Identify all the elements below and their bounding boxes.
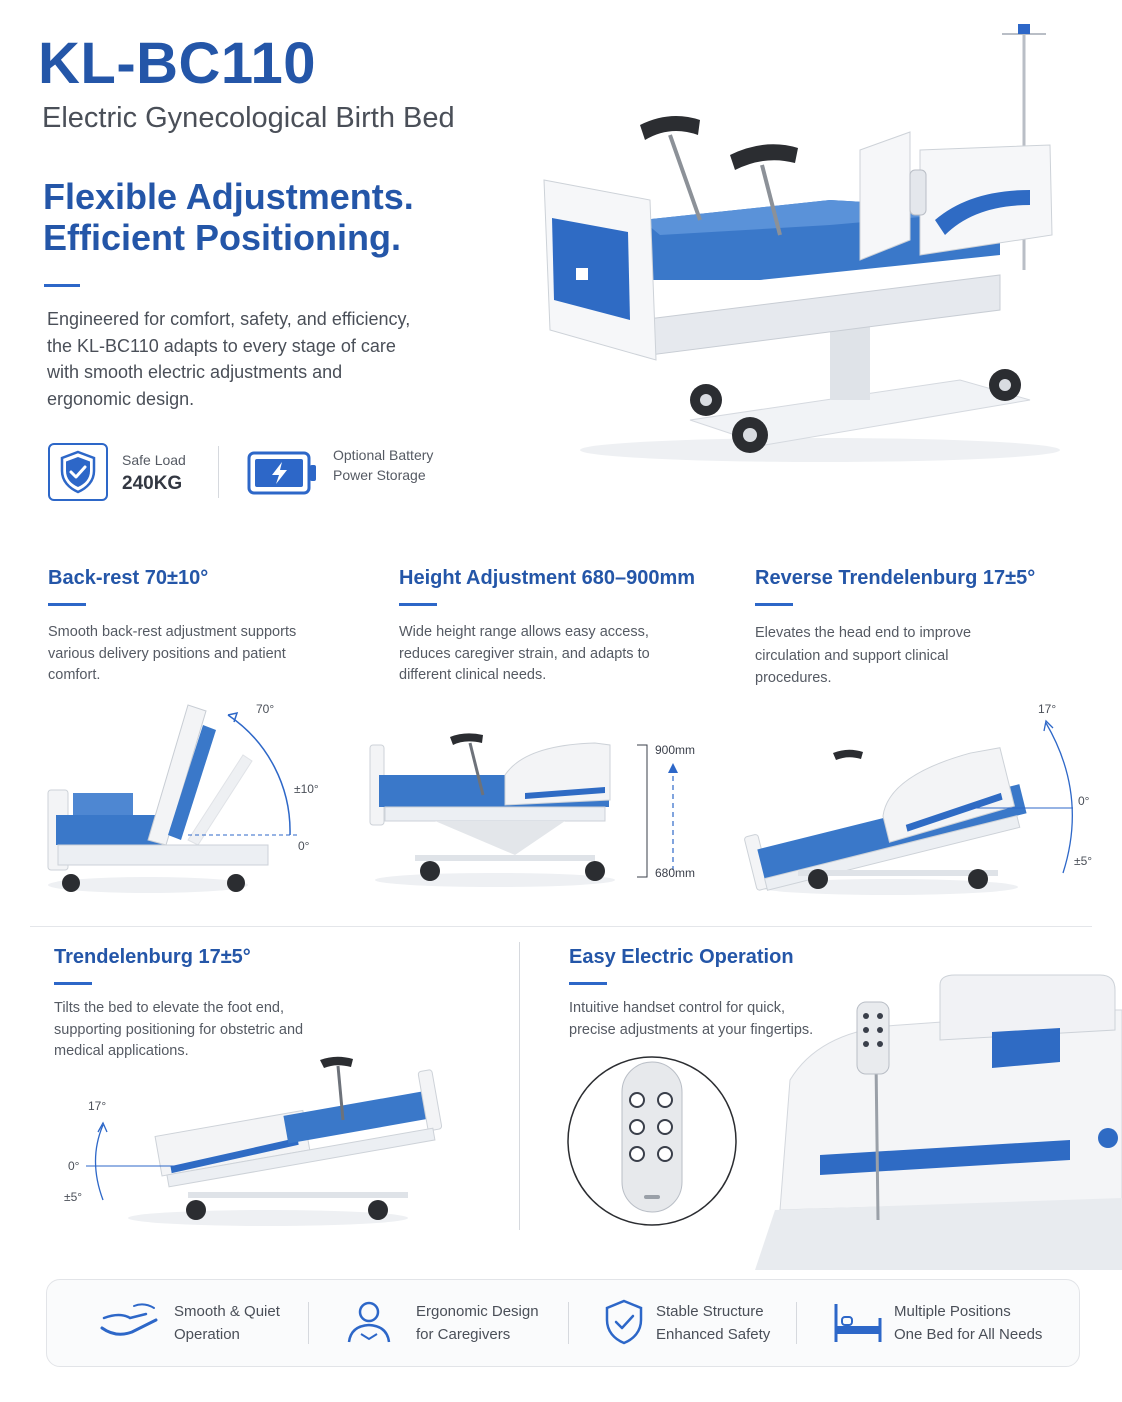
shield-check-icon	[60, 450, 96, 494]
feature-electric-title: Easy Electric Operation	[569, 946, 794, 968]
benefit-smooth-line1: Smooth & Quiet	[174, 1303, 280, 1320]
feature-electric-desc: Intuitive handset control for quick, pre…	[569, 1000, 814, 1038]
handset-closeup-image	[567, 974, 1122, 1270]
benefit-stable-line2: Enhanced Safety	[656, 1326, 771, 1343]
backrest-label-tol: ±10°	[294, 782, 319, 796]
feature-trend-divider	[54, 982, 92, 985]
benefit-ergonomic-line1: Ergonomic Design	[416, 1303, 539, 1320]
feature-trend-desc: Tilts the bed to elevate the foot end, s…	[54, 1000, 304, 1059]
feature-height-divider	[399, 603, 437, 606]
safe-load-value: 240KG	[122, 473, 183, 494]
feature-reverse-trend-desc: Elevates the head end to improve circula…	[755, 625, 972, 686]
headline: Flexible Adjustments. Efficient Position…	[43, 176, 414, 258]
benefit-smooth-line2: Operation	[174, 1326, 240, 1343]
height-label-max: 900mm	[655, 743, 695, 757]
benefit-stable: Stable Structure Enhanced Safety	[656, 1300, 770, 1346]
feature-backrest-title: Back-rest 70±10°	[48, 567, 209, 589]
benefit-ergonomic: Ergonomic Design for Caregivers	[416, 1300, 539, 1346]
backrest-diagram: 70° ±10° 0°	[47, 702, 319, 893]
headline-line-2: Efficient Positioning.	[43, 217, 401, 258]
reverse-trend-label-tol: ±5°	[1074, 854, 1092, 868]
safe-load-badge-icon-box	[48, 443, 108, 501]
reverse-trendelenburg-diagram: 17° 0° ±5°	[744, 702, 1092, 895]
battery-label: Optional Battery Power Storage	[333, 447, 434, 483]
trend-label-0: 0°	[68, 1159, 80, 1173]
trend-label-tol: ±5°	[64, 1190, 82, 1204]
benefit-multiple-line1: Multiple Positions	[894, 1303, 1011, 1320]
backrest-label-0: 0°	[298, 839, 310, 853]
row2-separator	[519, 942, 520, 1230]
benefit-separator-3	[796, 1302, 797, 1344]
reverse-trend-label-0: 0°	[1078, 794, 1090, 808]
product-subtitle: Electric Gynecological Birth Bed	[42, 102, 455, 134]
badge-separator	[218, 446, 219, 498]
benefit-ergonomic-line2: for Caregivers	[416, 1326, 511, 1343]
feature-backrest-desc: Smooth back-rest adjustment supports var…	[48, 624, 297, 683]
caregiver-icon	[343, 1298, 395, 1349]
trendelenburg-diagram: 17° 0° ±5°	[64, 1056, 443, 1226]
benefits-bar	[46, 1279, 1080, 1367]
feature-reverse-trend-divider	[755, 603, 793, 606]
battery-bolt-icon	[247, 450, 319, 501]
hero-bed-image	[543, 24, 1060, 462]
backrest-label-70: 70°	[256, 702, 274, 716]
height-label-min: 680mm	[655, 866, 695, 880]
benefit-smooth: Smooth & Quiet Operation	[174, 1300, 280, 1346]
benefit-multiple: Multiple Positions One Bed for All Needs	[894, 1300, 1042, 1346]
feature-height-desc: Wide height range allows easy access, re…	[399, 624, 650, 683]
feature-trend-title: Trendelenburg 17±5°	[54, 946, 251, 968]
height-diagram: 900mm 680mm	[369, 733, 695, 887]
model-name: KL-BC110	[38, 31, 316, 96]
feature-backrest-divider	[48, 603, 86, 606]
benefit-separator-2	[568, 1302, 569, 1344]
feature-height-title: Height Adjustment 680–900mm	[399, 567, 696, 589]
intro-text: Engineered for comfort, safety, and effi…	[47, 309, 411, 409]
benefit-multiple-line2: One Bed for All Needs	[894, 1326, 1043, 1343]
section-divider	[30, 926, 1092, 927]
shield-check-icon	[603, 1298, 645, 1351]
hand-wave-icon	[96, 1298, 162, 1349]
feature-reverse-trend-title: Reverse Trendelenburg 17±5°	[755, 567, 1036, 589]
reverse-trend-label-17: 17°	[1038, 702, 1056, 716]
feature-electric-divider	[569, 982, 607, 985]
benefit-separator-1	[308, 1302, 309, 1344]
headline-line-1: Flexible Adjustments.	[43, 176, 414, 217]
bed-icon	[832, 1300, 884, 1349]
benefit-stable-line1: Stable Structure	[656, 1303, 764, 1320]
trend-label-17: 17°	[88, 1099, 106, 1113]
safe-load-label: Safe Load	[122, 452, 186, 468]
headline-divider	[44, 284, 80, 287]
